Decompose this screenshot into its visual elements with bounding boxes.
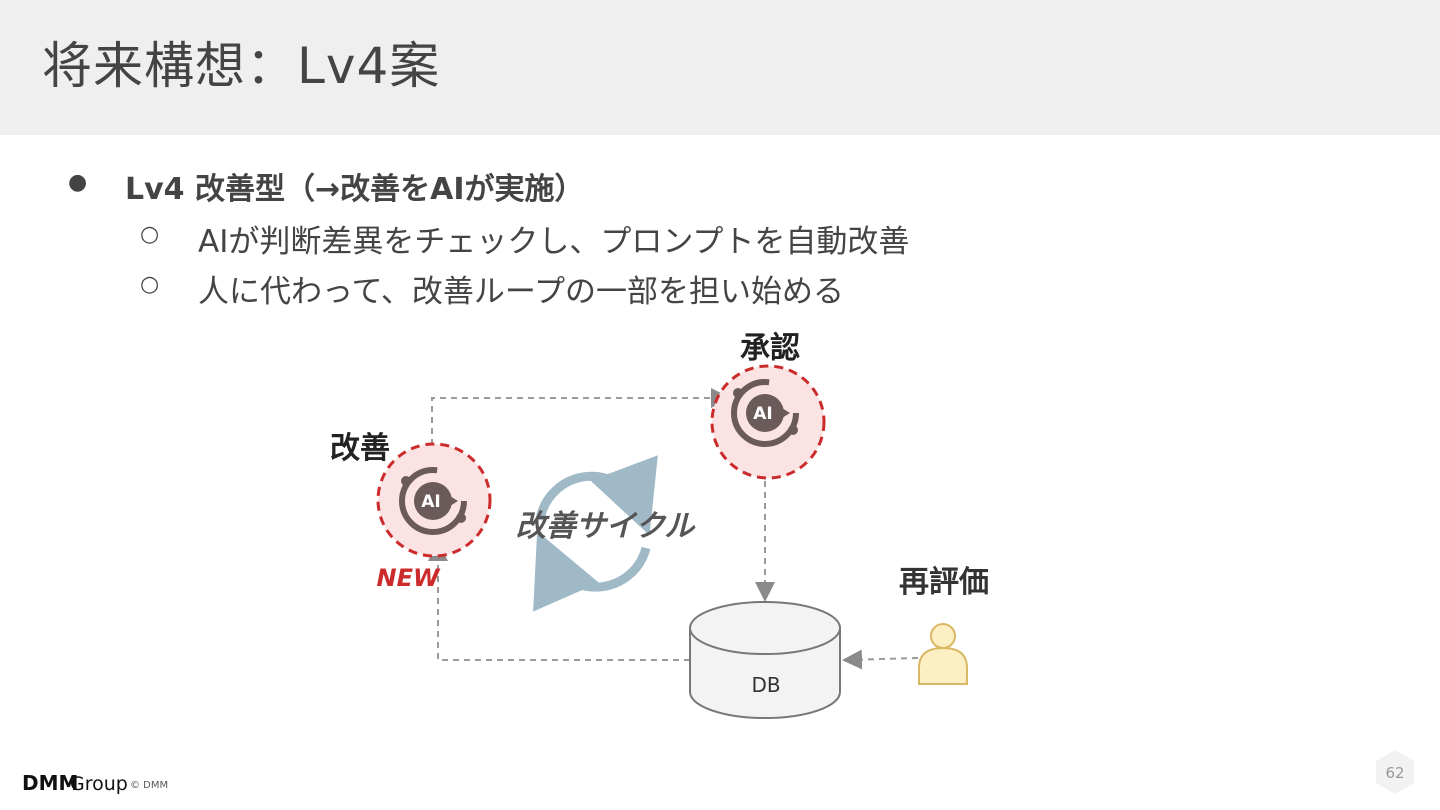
approve-label: 承認	[740, 331, 800, 366]
sub-bullet-text: AIが判断差異をチェックし、プロンプトを自動改善	[198, 224, 910, 260]
user-icon	[918, 623, 968, 685]
ai-approve-node: AI	[710, 364, 826, 480]
bullet-marker: ●	[68, 170, 88, 195]
db-to-improve-connector	[428, 541, 690, 661]
improve-to-approve-connector	[431, 388, 731, 445]
ai-ring-icon	[731, 379, 799, 447]
copyright: © DMM	[130, 780, 168, 791]
database-icon	[689, 601, 841, 719]
improve-label: 改善	[330, 431, 390, 466]
logo-group: Group	[70, 773, 128, 795]
ai-badge: AI	[753, 404, 772, 424]
sub-bullet-marker: ○	[140, 222, 160, 247]
user-to-db-connector	[842, 649, 919, 670]
db-label: DB	[751, 673, 780, 697]
slide-header: 将来構想：Lv4案	[0, 0, 1440, 135]
reevaluate-label: 再評価	[899, 565, 989, 600]
sub-bullet-text: 人に代わって、改善ループの一部を担い始める	[198, 274, 845, 310]
new-label: NEW	[377, 564, 441, 592]
page-number-badge: 62	[1376, 750, 1414, 794]
ai-improve-node: AI	[376, 442, 492, 558]
main-bullet-text: Lv4 改善型（→改善をAIが実施）	[125, 172, 585, 207]
cycle-arrows-icon	[533, 455, 658, 612]
dmm-group-logo: DMM Group © DMM	[22, 771, 168, 795]
logo-dmm: DMM	[22, 771, 78, 795]
slide-title: 将来構想：Lv4案	[42, 37, 441, 95]
cycle-label: 改善サイクル	[516, 509, 696, 544]
page-number: 62	[1385, 764, 1404, 782]
ai-badge: AI	[421, 492, 440, 512]
ai-ring-icon	[399, 467, 467, 535]
sub-bullet-marker: ○	[140, 272, 160, 297]
